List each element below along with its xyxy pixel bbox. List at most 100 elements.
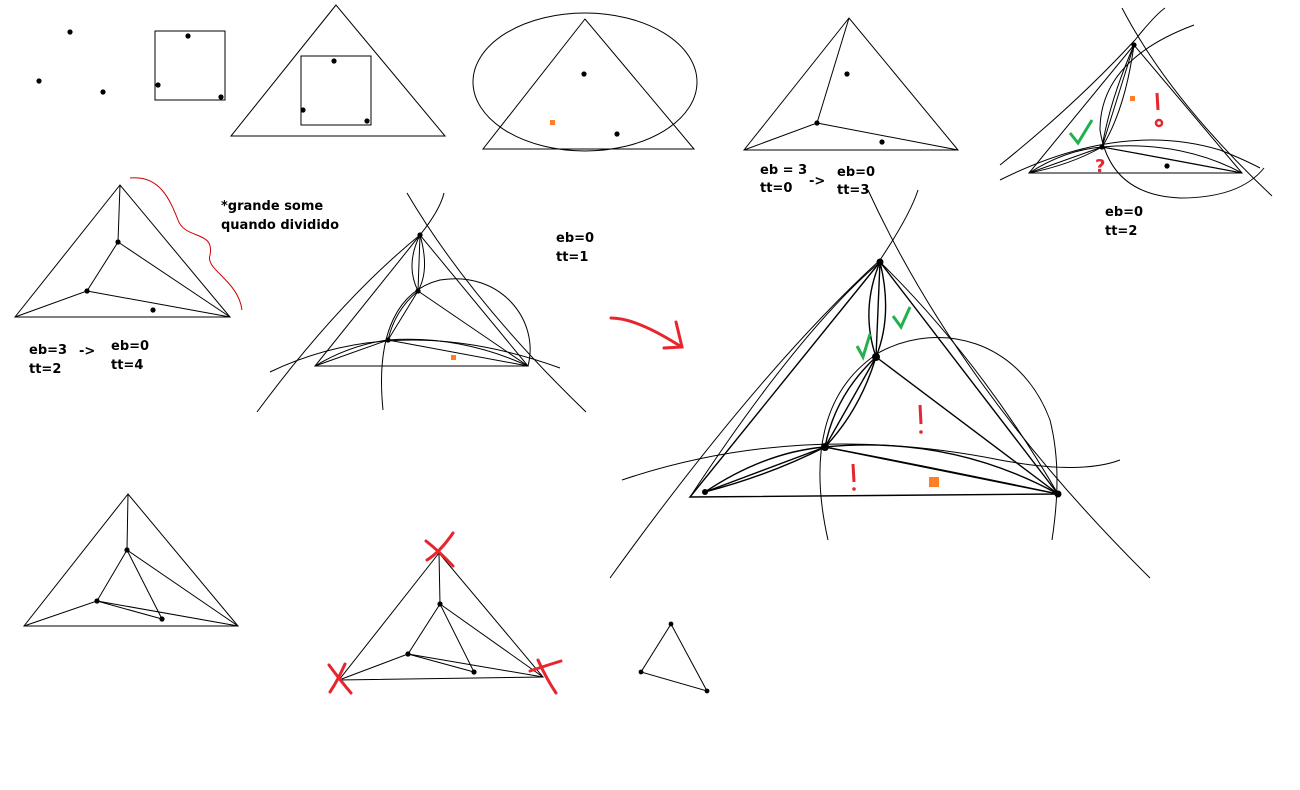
split-line bbox=[1028, 146, 1103, 174]
point bbox=[1099, 144, 1105, 150]
label-tt: tt=4 bbox=[111, 358, 143, 373]
fig-small-triangle bbox=[638, 621, 710, 694]
label-tt: tt=1 bbox=[556, 250, 588, 265]
arc bbox=[867, 189, 1151, 579]
split-line bbox=[704, 446, 826, 493]
point bbox=[415, 288, 421, 294]
arc bbox=[406, 192, 587, 413]
triangle bbox=[640, 623, 709, 692]
triangle bbox=[688, 260, 1060, 498]
arc bbox=[1028, 146, 1103, 174]
point bbox=[150, 307, 156, 313]
label-tt: tt=3 bbox=[837, 183, 869, 198]
split-line bbox=[387, 339, 529, 367]
point bbox=[876, 258, 884, 266]
arc bbox=[879, 261, 1059, 495]
split-line bbox=[824, 356, 877, 448]
triangle bbox=[337, 552, 545, 681]
arc bbox=[1101, 146, 1243, 174]
split-line bbox=[816, 122, 959, 151]
arc bbox=[1101, 44, 1135, 148]
orange-square-icon bbox=[1130, 96, 1135, 101]
fig-square bbox=[154, 30, 226, 101]
red-curve bbox=[129, 177, 243, 311]
point bbox=[405, 651, 411, 657]
arc bbox=[1028, 146, 1103, 174]
split-line bbox=[96, 600, 163, 620]
arrow-text: -> bbox=[809, 174, 825, 189]
check-mark-icon bbox=[891, 306, 912, 330]
triangle bbox=[13, 184, 232, 318]
exclamation-dot bbox=[1154, 118, 1164, 128]
arc bbox=[875, 261, 887, 358]
arc bbox=[824, 446, 1059, 495]
arc bbox=[704, 446, 826, 493]
arc bbox=[621, 443, 1121, 481]
point bbox=[814, 120, 820, 126]
note-text: *grande some bbox=[221, 199, 323, 214]
arc bbox=[704, 446, 826, 493]
triangle bbox=[1027, 44, 1244, 174]
label-eb: eb=0 bbox=[111, 339, 149, 354]
arc bbox=[824, 356, 877, 448]
check-mark-icon bbox=[855, 333, 872, 361]
point bbox=[124, 547, 130, 553]
arc bbox=[387, 290, 419, 341]
point bbox=[84, 288, 90, 294]
split-line bbox=[417, 290, 529, 367]
arc bbox=[609, 189, 919, 579]
fig-triangle-square bbox=[229, 4, 447, 137]
fig-crossed-triangle bbox=[327, 531, 563, 695]
square-box bbox=[154, 30, 226, 101]
fig-loose-points bbox=[36, 29, 106, 95]
circumcircle bbox=[472, 12, 698, 152]
arc bbox=[1121, 7, 1273, 197]
point bbox=[94, 598, 100, 604]
point bbox=[1131, 42, 1137, 48]
arc bbox=[1099, 24, 1265, 199]
split-line bbox=[314, 234, 421, 367]
point bbox=[385, 337, 391, 343]
point bbox=[364, 118, 370, 124]
split-line bbox=[117, 241, 231, 318]
label-eb: eb=0 bbox=[837, 165, 875, 180]
split-line bbox=[338, 552, 441, 681]
fig-split-triangle-c bbox=[22, 493, 240, 627]
split-line bbox=[14, 184, 121, 318]
triangle bbox=[313, 234, 530, 367]
point bbox=[67, 29, 73, 35]
arc bbox=[999, 139, 1261, 181]
split-line bbox=[96, 600, 239, 627]
cross-mark-icon bbox=[424, 531, 455, 568]
split-line bbox=[439, 603, 544, 678]
arc bbox=[1101, 44, 1135, 148]
point bbox=[300, 107, 306, 113]
fig-arcs-medium bbox=[256, 192, 587, 413]
point bbox=[872, 353, 880, 361]
point bbox=[638, 669, 644, 675]
arc bbox=[417, 234, 425, 292]
orange-square-icon bbox=[929, 477, 939, 487]
cross-mark-icon bbox=[528, 658, 563, 695]
fig-circle-triangle bbox=[472, 12, 698, 152]
exclamation-mark-icon bbox=[1155, 92, 1160, 111]
point bbox=[668, 621, 674, 627]
arrow-text: -> bbox=[79, 344, 95, 359]
fig-split-triangle-a bbox=[742, 17, 960, 151]
triangle bbox=[229, 4, 447, 137]
point bbox=[115, 239, 121, 245]
exclamation-dot bbox=[919, 430, 923, 434]
exclamation-mark-icon bbox=[851, 463, 856, 483]
point bbox=[100, 89, 106, 95]
arc bbox=[999, 7, 1166, 166]
point bbox=[36, 78, 42, 84]
point bbox=[844, 71, 850, 77]
arc bbox=[381, 278, 531, 411]
fig-split-triangle-b bbox=[13, 177, 243, 318]
question-mark-icon: ? bbox=[1095, 156, 1105, 177]
triangle bbox=[22, 493, 240, 627]
point bbox=[159, 616, 165, 622]
point bbox=[417, 232, 423, 238]
split-line bbox=[126, 549, 163, 620]
split-line bbox=[126, 549, 239, 627]
